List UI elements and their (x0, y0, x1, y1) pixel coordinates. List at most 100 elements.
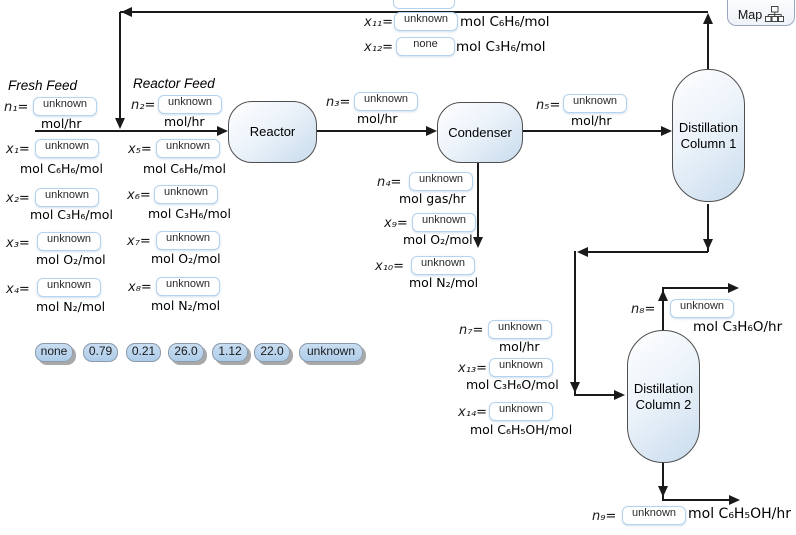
n5-unit: mol/hr (571, 113, 612, 128)
x9-unit: mol O₂/mol (403, 232, 473, 247)
column1-overhead-line (707, 20, 709, 70)
condenser-gas-line (477, 162, 479, 238)
n4-input[interactable]: unknown (409, 172, 473, 191)
map-button[interactable]: Map (727, 0, 795, 26)
x3-label: x₃= (6, 236, 30, 251)
x12-label: x₁₂= (364, 40, 394, 55)
x6-input[interactable]: unknown (154, 185, 218, 204)
x13-unit: mol C₃H₆O/mol (466, 377, 559, 392)
x8-input[interactable]: unknown (156, 277, 220, 296)
x8-label: x₈= (128, 280, 152, 295)
chip-none[interactable]: none (35, 343, 73, 362)
n7-label: n₇= (459, 323, 484, 338)
x1-unit: mol C₆H₆/mol (20, 161, 103, 176)
x5-label: x₅= (128, 142, 152, 157)
x14-input[interactable]: unknown (489, 402, 553, 421)
arrowhead-recycle-down-icon (115, 118, 125, 129)
chip-0-21[interactable]: 0.21 (126, 343, 161, 362)
n2-input[interactable]: unknown (158, 95, 222, 114)
x10-input[interactable]: unknown (411, 256, 475, 275)
x4-input[interactable]: unknown (37, 278, 101, 297)
map-button-label: Map (737, 8, 763, 22)
x1-input[interactable]: unknown (35, 139, 99, 158)
n4-label: n₄= (377, 175, 402, 190)
n2-unit: mol/hr (164, 114, 205, 129)
n1-label: n₁= (4, 100, 29, 115)
column2-overhead-line-h (662, 287, 732, 289)
x7-label: x₇= (127, 234, 151, 249)
column1-bottoms-line (707, 204, 709, 252)
arrowhead-bottoms-left-icon (577, 247, 588, 257)
n3-unit: mol/hr (357, 111, 398, 126)
column1-label-line2: Column 1 (680, 135, 737, 151)
n1-input[interactable]: unknown (33, 97, 97, 116)
arrowhead-column2-feed-down-icon (570, 382, 580, 393)
distillation-column-2-unit: Distillation Column 2 (627, 330, 700, 463)
x2-input[interactable]: unknown (35, 188, 99, 207)
condenser-label: Condenser (448, 124, 512, 140)
reactor-unit: Reactor (228, 101, 317, 163)
arrowhead-feed-icon (217, 126, 228, 136)
sitemap-icon (765, 6, 785, 22)
x12-unit: mol C₃H₆/mol (456, 39, 546, 55)
column2-bottoms-line-h (662, 499, 733, 501)
column2-bottoms-line-v (662, 462, 664, 500)
n8-label: n₈= (631, 302, 656, 317)
n8-unit: mol C₃H₆O/hr (693, 319, 783, 335)
chip-0-79[interactable]: 0.79 (83, 343, 118, 362)
x10-label: x₁₀= (375, 259, 405, 274)
arrowhead-column1-up-icon (703, 13, 713, 24)
n9-input[interactable]: unknown (622, 506, 686, 525)
n9-label: n₉= (592, 509, 617, 524)
x7-input[interactable]: unknown (156, 231, 220, 250)
x8-unit: mol N₂/mol (151, 298, 221, 313)
n7-unit: mol/hr (499, 339, 540, 354)
recycle-line-left (119, 12, 121, 119)
chip-26-0[interactable]: 26.0 (168, 343, 204, 362)
x13-label: x₁₃= (458, 361, 488, 376)
n3-input[interactable]: unknown (354, 92, 418, 111)
x9-input[interactable]: unknown (412, 213, 476, 232)
x5-unit: mol C₆H₆/mol (143, 161, 226, 176)
arrowhead-column1-down-icon (703, 239, 713, 250)
n2-label: n₂= (131, 98, 156, 113)
x6-label: x₆= (127, 188, 151, 203)
chip-unknown[interactable]: unknown (299, 343, 363, 362)
x6-unit: mol C₃H₆/mol (148, 206, 231, 221)
n4-unit: mol gas/hr (399, 191, 466, 206)
x14-label: x₁₄= (458, 405, 488, 420)
arrowhead-column2-up-icon (658, 290, 668, 301)
x7-unit: mol O₂/mol (151, 251, 221, 266)
x5-input[interactable]: unknown (156, 139, 220, 158)
n8-input[interactable]: unknown (670, 299, 734, 318)
n1-unit: mol/hr (41, 116, 82, 131)
x13-input[interactable]: unknown (489, 358, 553, 377)
x1-label: x₁= (6, 142, 30, 157)
distillation-column-1-unit: Distillation Column 1 (672, 69, 745, 202)
arrowhead-to-condenser-icon (426, 126, 437, 136)
x9-label: x₉= (384, 216, 408, 231)
x14-unit: mol C₆H₅OH/mol (470, 422, 573, 437)
n9-unit: mol C₆H₅OH/hr (688, 506, 791, 522)
n5-label: n₅= (536, 98, 561, 113)
n5-input[interactable]: unknown (563, 94, 627, 113)
x3-input[interactable]: unknown (37, 232, 101, 251)
arrowhead-recycle-left-icon (121, 7, 132, 17)
chip-1-12[interactable]: 1.12 (212, 343, 248, 362)
column2-feed-line-h (574, 394, 618, 396)
x11-input[interactable]: unknown (394, 12, 458, 31)
n3-label: n₃= (326, 95, 351, 110)
n7-input[interactable]: unknown (488, 320, 552, 339)
fresh-feed-title: Fresh Feed (8, 78, 78, 93)
fresh-feed-line (35, 130, 222, 132)
chip-22-0[interactable]: 22.0 (254, 343, 290, 362)
column1-bottoms-line-h (586, 251, 708, 253)
reactor-to-condenser-line (317, 130, 429, 132)
x11-unit: mol C₆H₆/mol (460, 14, 550, 30)
column1-label-line1: Distillation (678, 119, 739, 135)
x2-label: x₂= (6, 191, 30, 206)
partial-input-box-top[interactable] (393, 0, 455, 9)
x10-unit: mol N₂/mol (409, 275, 479, 290)
x12-input[interactable]: none (396, 37, 455, 56)
